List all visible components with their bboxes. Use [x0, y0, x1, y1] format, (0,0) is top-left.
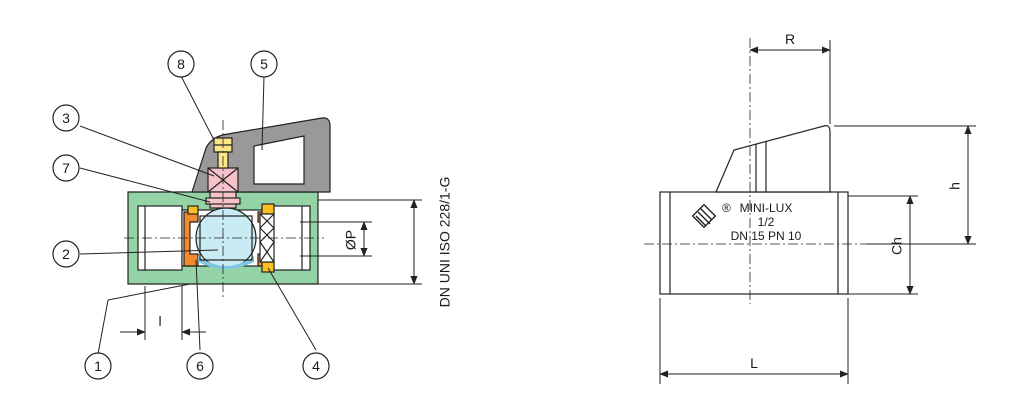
ring-top-right — [261, 203, 275, 215]
dimension-dn — [318, 199, 422, 285]
dimension-r — [749, 40, 831, 124]
callout-5: 5 — [250, 50, 278, 78]
callouts: 8 5 3 7 2 1 6 4 — [52, 50, 330, 380]
callout-8: 8 — [167, 50, 195, 78]
svg-text:3: 3 — [62, 110, 70, 126]
side-view — [644, 38, 866, 304]
callout-2: 2 — [52, 240, 80, 268]
marking-rating: DN 15 PN 10 — [731, 229, 802, 243]
svg-text:7: 7 — [62, 160, 70, 176]
marking-name: MINI-LUX — [740, 201, 793, 215]
dim-ch-label: Ch — [889, 237, 905, 255]
callout-6: 6 — [186, 352, 214, 380]
callout-3: 3 — [52, 104, 80, 132]
seat-left — [183, 211, 199, 267]
callout-1: 1 — [84, 352, 112, 380]
dimension-p — [300, 221, 372, 257]
dimension-l — [120, 286, 206, 340]
dim-dn-label: DN UNI ISO 228/1-G — [437, 177, 453, 308]
svg-text:4: 4 — [312, 358, 320, 374]
dim-l-label: l — [158, 313, 161, 329]
dimension-L — [659, 298, 849, 384]
svg-text:5: 5 — [260, 56, 268, 72]
leader-lines — [79, 75, 317, 355]
brand-logo-icon — [691, 203, 717, 229]
callout-7: 7 — [52, 154, 80, 182]
svg-text:8: 8 — [177, 56, 185, 72]
side-handle — [715, 125, 831, 193]
ring-bottom-right — [261, 261, 275, 273]
ball — [195, 207, 257, 269]
registered-mark: ® — [722, 201, 731, 215]
dim-h-label: h — [947, 182, 963, 190]
svg-text:6: 6 — [196, 358, 204, 374]
callout-4: 4 — [302, 352, 330, 380]
dim-r-label: R — [785, 31, 795, 47]
handle-window — [253, 135, 305, 185]
dim-L-label: L — [750, 355, 758, 371]
section-view — [124, 117, 331, 300]
dimension-ch — [848, 195, 918, 295]
dimension-h — [834, 125, 976, 245]
marking-size: 1/2 — [758, 215, 775, 229]
svg-text:1: 1 — [94, 358, 102, 374]
ring-top-left — [187, 205, 199, 215]
svg-text:2: 2 — [62, 246, 70, 262]
dim-p-label: ØP — [343, 230, 359, 250]
